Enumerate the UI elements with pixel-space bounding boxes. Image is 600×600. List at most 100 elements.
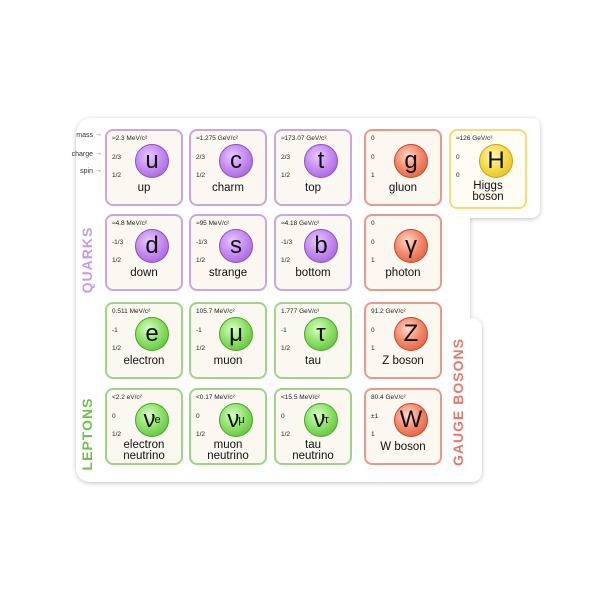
particle-symbol: μ bbox=[219, 317, 253, 351]
particle-card-charm: ≈1.275 GeV/c² 2/3 1/2 c charm bbox=[189, 129, 267, 206]
particle-symbol: γ bbox=[394, 229, 428, 263]
mass-value: 105.7 MeV/c² bbox=[196, 308, 235, 315]
particle-name: photon bbox=[385, 267, 421, 279]
spin-value: 0 bbox=[456, 172, 460, 179]
particle-card-strange: ≈95 MeV/c² -1/3 1/2 s strange bbox=[189, 214, 267, 291]
spin-value: 1 bbox=[371, 172, 375, 179]
particle-name: up bbox=[137, 182, 151, 194]
spin-value: 1/2 bbox=[196, 172, 206, 179]
particle-name-line1: muon bbox=[213, 439, 243, 451]
mass-value: 80.4 GeV/c² bbox=[371, 394, 406, 401]
spin-value: 1/2 bbox=[281, 257, 291, 264]
particle-name: tau neutrino bbox=[276, 439, 350, 462]
spin-value: 1/2 bbox=[112, 431, 122, 438]
mass-value: ≈95 MeV/c² bbox=[196, 220, 230, 227]
particle-card-w-boson: 80.4 GeV/c² ±1 1 W W boson bbox=[364, 388, 442, 465]
mass-value: ≈1.275 GeV/c² bbox=[196, 135, 238, 142]
charge-value: -1/3 bbox=[196, 239, 208, 246]
particle-card-down: ≈4.8 MeV/c² -1/3 1/2 d down bbox=[105, 214, 183, 291]
particle-name: Z boson bbox=[382, 355, 424, 367]
particle-card-gluon: 0 0 1 g gluon bbox=[364, 129, 442, 206]
spin-value: 1 bbox=[371, 431, 375, 438]
particle-name: electron neutrino bbox=[107, 439, 181, 462]
mass-value: ≈4.18 GeV/c² bbox=[281, 220, 320, 227]
mass-value: 91.2 GeV/c² bbox=[371, 308, 406, 315]
particle-name: charm bbox=[212, 182, 244, 194]
particle-name-line2: neutrino bbox=[123, 450, 165, 462]
particle-symbol: H bbox=[479, 144, 513, 178]
mass-value: 0 bbox=[371, 220, 375, 227]
particle-card-bottom: ≈4.18 GeV/c² -1/3 1/2 b bottom bbox=[274, 214, 352, 291]
spin-value: 1/2 bbox=[281, 345, 291, 352]
particle-name: strange bbox=[208, 267, 248, 279]
legend-spin-label: spin bbox=[80, 168, 93, 175]
particle-name: gluon bbox=[388, 182, 418, 194]
charge-value: -1 bbox=[196, 327, 202, 334]
particle-name: electron bbox=[123, 355, 165, 367]
spin-value: 1/2 bbox=[196, 257, 206, 264]
particle-card-electron: 0.511 MeV/c² -1 1/2 e electron bbox=[105, 302, 183, 379]
charge-value: 0 bbox=[196, 413, 200, 420]
quarks-group-label: QUARKS bbox=[79, 226, 95, 294]
charge-value: ±1 bbox=[371, 413, 379, 420]
mass-value: ≈4.8 MeV/c² bbox=[112, 220, 147, 227]
particle-card-muon: 105.7 MeV/c² -1 1/2 μ muon bbox=[189, 302, 267, 379]
legend-charge-label: charge bbox=[71, 151, 93, 158]
particle-symbol: s bbox=[219, 229, 253, 263]
spin-value: 1/2 bbox=[281, 431, 291, 438]
particle-symbol: b bbox=[304, 229, 338, 263]
particle-symbol: t bbox=[304, 144, 338, 178]
mass-value: ≈173.07 GeV/c² bbox=[281, 135, 327, 142]
charge-value: 2/3 bbox=[281, 154, 291, 161]
particle-name-line1: tau bbox=[305, 439, 321, 451]
particle-symbol: W bbox=[394, 403, 428, 437]
particle-symbol: τ bbox=[304, 317, 338, 351]
particle-name-line2: boson bbox=[472, 191, 504, 203]
mass-value: 0 bbox=[371, 135, 375, 142]
particle-name-line2: neutrino bbox=[207, 450, 249, 462]
symbol-main: ν bbox=[313, 406, 326, 433]
legend-mass-label: mass bbox=[76, 132, 93, 139]
particle-card-z-boson: 91.2 GeV/c² 0 1 Z Z boson bbox=[364, 302, 442, 379]
particle-name: W boson bbox=[380, 441, 426, 453]
particle-name: top bbox=[305, 182, 321, 194]
particle-name: Higgs boson bbox=[451, 180, 525, 203]
particle-symbol: e bbox=[135, 317, 169, 351]
legend-charge-arrow: → bbox=[95, 150, 102, 157]
particle-card-higgs: ≈126 GeV/c² 0 0 H Higgs boson bbox=[449, 129, 527, 209]
charge-value: 2/3 bbox=[196, 154, 206, 161]
charge-value: -1 bbox=[281, 327, 287, 334]
particle-name: down bbox=[130, 267, 158, 279]
particle-symbol: Z bbox=[394, 317, 428, 351]
mass-value: <0.17 MeV/c² bbox=[196, 394, 235, 401]
symbol-subscript: e bbox=[154, 414, 161, 426]
legend-mass-arrow: → bbox=[95, 131, 102, 138]
particle-card-top: ≈173.07 GeV/c² 2/3 1/2 t top bbox=[274, 129, 352, 206]
symbol-subscript: μ bbox=[238, 414, 245, 426]
spin-value: 1/2 bbox=[112, 172, 122, 179]
spin-value: 1/2 bbox=[196, 431, 206, 438]
leptons-group-label: LEPTONS bbox=[79, 397, 95, 471]
charge-value: 0 bbox=[112, 413, 116, 420]
spin-value: 1/2 bbox=[196, 345, 206, 352]
charge-value: -1/3 bbox=[112, 239, 124, 246]
symbol-main: ν bbox=[143, 406, 156, 433]
spin-value: 1/2 bbox=[112, 345, 122, 352]
charge-value: 0 bbox=[281, 413, 285, 420]
mass-value: 0.511 MeV/c² bbox=[112, 308, 151, 315]
legend-spin-arrow: → bbox=[95, 167, 102, 174]
mass-value: ≈126 GeV/c² bbox=[456, 135, 493, 142]
mass-value: 1.777 GeV/c² bbox=[281, 308, 320, 315]
mass-value: <15.5 MeV/c² bbox=[281, 394, 320, 401]
charge-value: 0 bbox=[371, 327, 375, 334]
particle-symbol: u bbox=[135, 144, 169, 178]
spin-value: 1 bbox=[371, 257, 375, 264]
spin-value: 1 bbox=[371, 345, 375, 352]
